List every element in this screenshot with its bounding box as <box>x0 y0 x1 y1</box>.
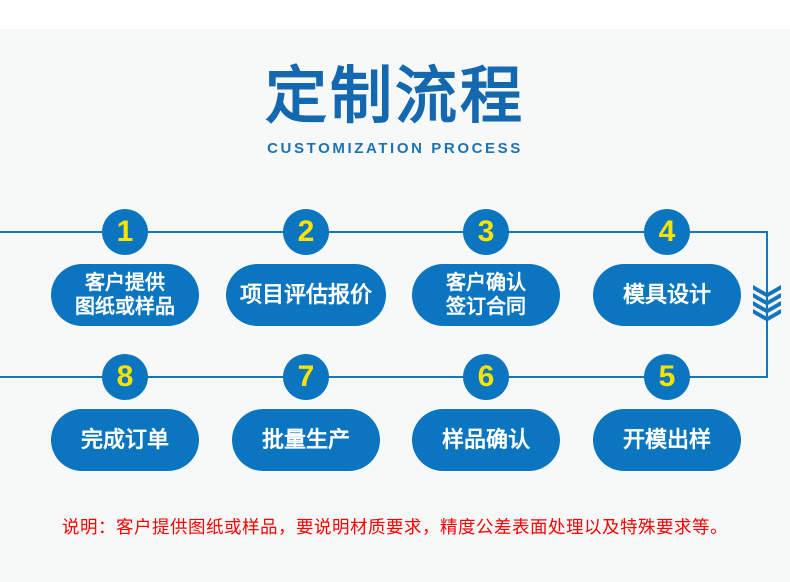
step-label-line: 签订合同 <box>446 296 526 318</box>
step-label-line: 模具设计 <box>622 281 711 307</box>
step-number-badge: 7 <box>283 354 329 400</box>
process-step-2: 2 项目评估报价 <box>216 209 396 326</box>
process-step-3: 3 客户确认签订合同 <box>396 209 576 326</box>
step-label-pill: 开模出样 <box>593 409 741 471</box>
process-step-5: 5 开模出样 <box>577 354 757 471</box>
step-label-line: 样品确认 <box>441 426 530 452</box>
header: 定制流程 CUSTOMIZATION PROCESS <box>0 58 790 157</box>
step-label-pill: 批量生产 <box>232 409 380 471</box>
flow-line-bottom <box>0 376 768 378</box>
step-label-line: 客户确认 <box>446 271 526 294</box>
step-label-line: 批量生产 <box>261 426 350 452</box>
step-label-line: 项目评估报价 <box>239 281 372 307</box>
step-label-line: 完成订单 <box>80 426 169 452</box>
page-title: 定制流程 <box>264 62 525 131</box>
step-number-badge: 2 <box>283 209 329 255</box>
step-label-pill: 样品确认 <box>412 409 560 471</box>
step-number-badge: 1 <box>102 209 148 255</box>
step-label-pill: 完成订单 <box>51 409 199 471</box>
step-number-badge: 6 <box>463 354 509 400</box>
top-white-strip <box>0 0 790 29</box>
process-step-7: 7 批量生产 <box>216 354 396 471</box>
step-label-pill: 模具设计 <box>593 264 741 326</box>
chevron-down-icon <box>753 285 781 322</box>
step-label-pill: 客户提供图纸或样品 <box>51 264 199 326</box>
step-number-badge: 8 <box>102 354 148 400</box>
note-text: 说明：客户提供图纸或样品，要说明材质要求，精度公差表面处理以及特殊要求等。 <box>62 517 728 537</box>
process-step-1: 1 客户提供图纸或样品 <box>35 209 215 326</box>
step-label-pill: 客户确认签订合同 <box>412 264 560 326</box>
step-number-badge: 5 <box>644 354 690 400</box>
step-number-badge: 3 <box>463 209 509 255</box>
process-step-4: 4 模具设计 <box>577 209 757 326</box>
step-number-badge: 4 <box>644 209 690 255</box>
page-subtitle: CUSTOMIZATION PROCESS <box>267 139 523 157</box>
step-label-line: 图纸或样品 <box>75 296 175 318</box>
process-step-6: 6 样品确认 <box>396 354 576 471</box>
step-label-pill: 项目评估报价 <box>225 264 386 326</box>
step-label-line: 开模出样 <box>622 426 711 452</box>
step-label-line: 客户提供 <box>85 271 165 294</box>
process-step-8: 8 完成订单 <box>35 354 215 471</box>
flow-line-top <box>0 231 768 233</box>
